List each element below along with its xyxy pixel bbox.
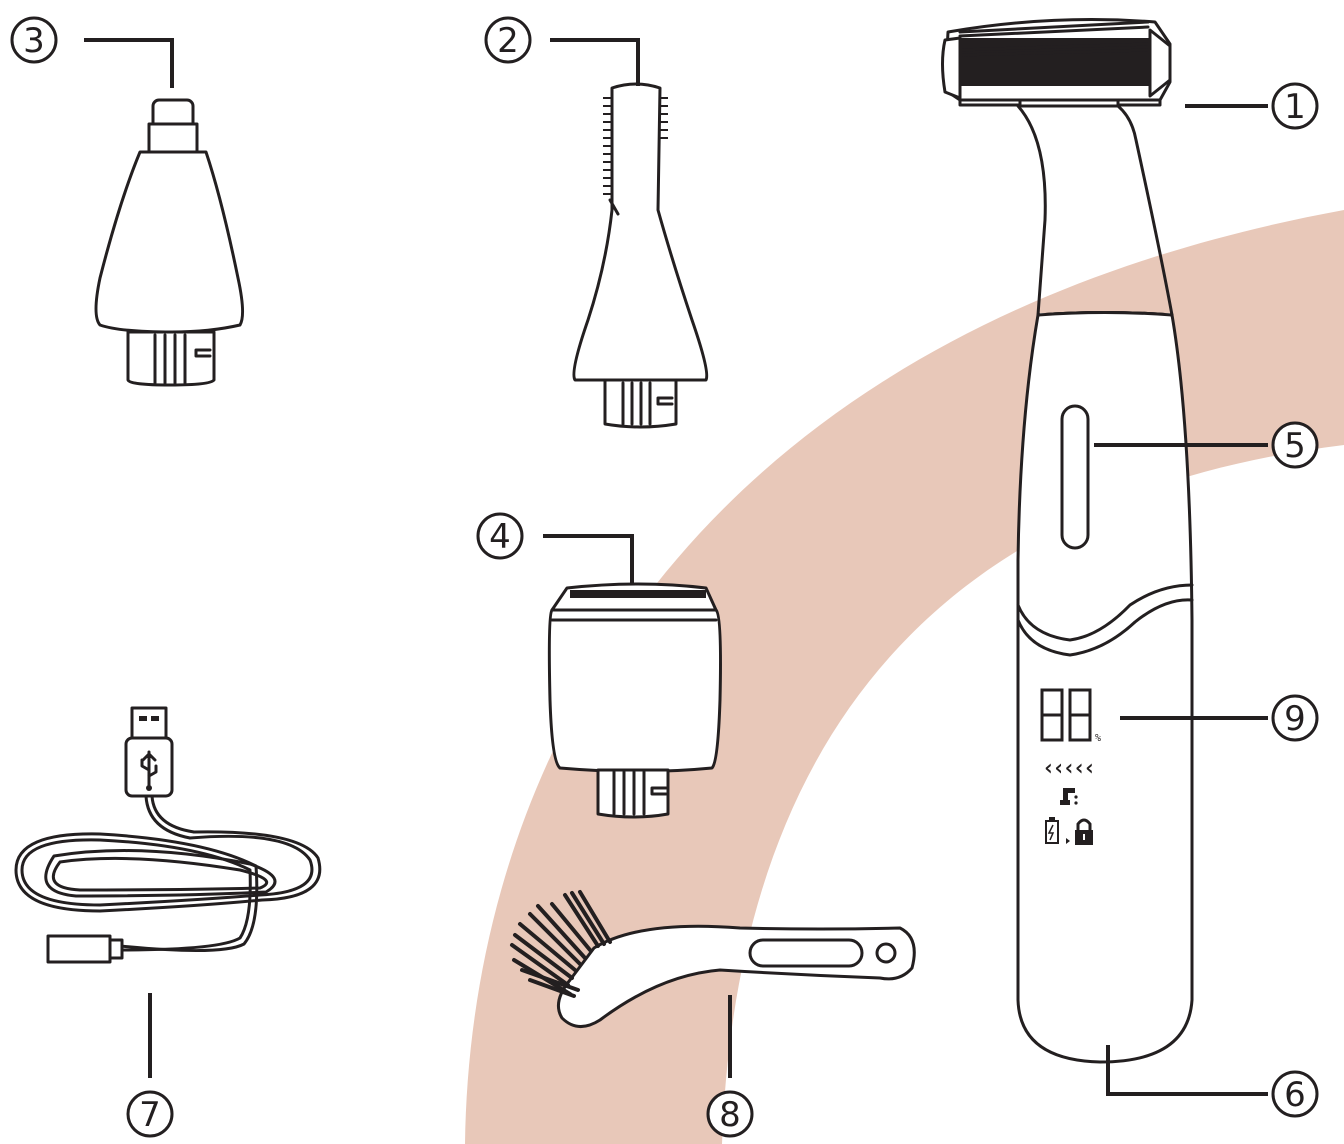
callout-number-4: 4 [489, 517, 511, 557]
callout-badge-8: 8 [708, 1092, 752, 1136]
callout-badge-7: 7 [128, 1092, 172, 1136]
callout-badge-4: 4 [478, 514, 522, 558]
trimmer-head [943, 20, 1171, 106]
callout-number-7: 7 [139, 1095, 161, 1135]
callout-badge-2: 2 [486, 18, 530, 62]
percent-sign: % [1095, 733, 1101, 744]
eyebrow-trimmer-head [574, 84, 707, 427]
nose-trimmer-head [96, 100, 243, 385]
callout-number-1: 1 [1284, 87, 1306, 127]
callout-number-6: 6 [1284, 1075, 1306, 1115]
callout-number-2: 2 [497, 21, 519, 61]
usb-plug-icon [126, 708, 172, 796]
callout-badge-6: 6 [1273, 1072, 1317, 1116]
callout-badge-3: 3 [12, 18, 56, 62]
callout-badge-9: 9 [1273, 696, 1317, 740]
callout-number-8: 8 [719, 1095, 741, 1135]
callout-badge-1: 1 [1273, 84, 1317, 128]
handle-body [1018, 313, 1192, 1063]
speed-indicator: ‹‹‹‹‹ [1042, 756, 1093, 781]
callout-number-5: 5 [1284, 426, 1306, 466]
power-button[interactable] [1062, 406, 1088, 548]
callout-number-9: 9 [1284, 699, 1306, 739]
callout-badge-5: 5 [1273, 423, 1317, 467]
usb-cable [16, 708, 320, 962]
callout-number-3: 3 [23, 21, 45, 61]
